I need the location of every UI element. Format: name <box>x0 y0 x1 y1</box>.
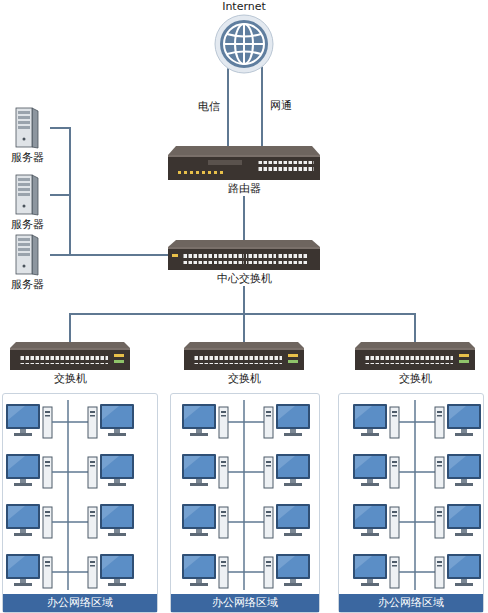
workstation <box>182 554 244 588</box>
globe-icon <box>214 14 274 74</box>
globe-symbol <box>215 15 273 73</box>
workstation <box>353 504 415 538</box>
server-icon <box>15 107 39 149</box>
workstation <box>6 504 68 538</box>
switch-symbol <box>10 342 130 370</box>
workstation <box>6 554 68 588</box>
router: 路由器 <box>168 146 320 196</box>
server-icon <box>15 174 39 216</box>
workstation <box>182 504 244 538</box>
workstation <box>353 454 415 488</box>
office-area: 办公网络区域 <box>170 393 320 613</box>
link-label: 电信 <box>198 100 220 114</box>
server-icon <box>15 234 39 276</box>
lan-bus <box>243 400 245 590</box>
connector <box>50 254 168 256</box>
node-label: 服务器 <box>4 278 50 292</box>
switch-icon <box>355 342 475 370</box>
area-label: 办公网络区域 <box>3 594 157 612</box>
core-symbol <box>168 240 320 270</box>
office-area: 办公网络区域 <box>2 393 158 613</box>
server-symbol <box>16 108 38 148</box>
server-symbol <box>16 235 38 275</box>
connector <box>243 196 245 240</box>
access-switch: 交换机 <box>353 342 477 386</box>
router-icon <box>168 146 320 180</box>
area-label: 办公网络区域 <box>171 594 319 612</box>
workstation <box>415 454 481 488</box>
lan-bus <box>67 400 69 590</box>
connector <box>50 128 168 255</box>
link-label: 网通 <box>270 99 292 113</box>
connector <box>227 68 229 146</box>
workstation <box>68 504 134 538</box>
router-symbol <box>168 146 320 180</box>
node-label: 交换机 <box>182 372 306 386</box>
connector <box>244 286 415 342</box>
node-label: 交换机 <box>8 372 132 386</box>
workstation <box>6 454 68 488</box>
node-label: 服务器 <box>4 151 50 165</box>
switch-icon <box>10 342 130 370</box>
connector <box>261 67 263 146</box>
server-symbol <box>16 175 38 215</box>
node-label: 中心交换机 <box>168 272 320 286</box>
workstation <box>182 454 244 488</box>
access-switch: 交换机 <box>8 342 132 386</box>
workstation <box>182 404 244 438</box>
switch-symbol <box>355 342 475 370</box>
connector <box>50 195 168 255</box>
area-label: 办公网络区域 <box>339 594 483 612</box>
node-label: 交换机 <box>353 372 477 386</box>
connector <box>70 286 244 342</box>
switch-icon <box>184 342 304 370</box>
workstation <box>68 404 134 438</box>
workstation <box>244 554 310 588</box>
internet-cloud: Internet <box>214 0 274 74</box>
server: 服务器 <box>4 174 50 232</box>
switch-symbol <box>184 342 304 370</box>
workstation <box>6 404 68 438</box>
workstation <box>244 404 310 438</box>
workstation <box>415 404 481 438</box>
node-label: 路由器 <box>168 182 320 196</box>
server: 服务器 <box>4 234 50 292</box>
workstation <box>415 554 481 588</box>
workstation <box>353 554 415 588</box>
server: 服务器 <box>4 107 50 165</box>
workstation <box>244 454 310 488</box>
workstation <box>244 504 310 538</box>
access-switch: 交换机 <box>182 342 306 386</box>
node-label: 服务器 <box>4 218 50 232</box>
core-switch: 中心交换机 <box>168 240 320 286</box>
workstation <box>415 504 481 538</box>
lan-bus <box>414 400 416 590</box>
workstation <box>68 554 134 588</box>
office-area: 办公网络区域 <box>338 393 484 613</box>
workstation <box>353 404 415 438</box>
core-icon <box>168 240 320 270</box>
workstation <box>68 454 134 488</box>
node-label: Internet <box>214 0 274 14</box>
